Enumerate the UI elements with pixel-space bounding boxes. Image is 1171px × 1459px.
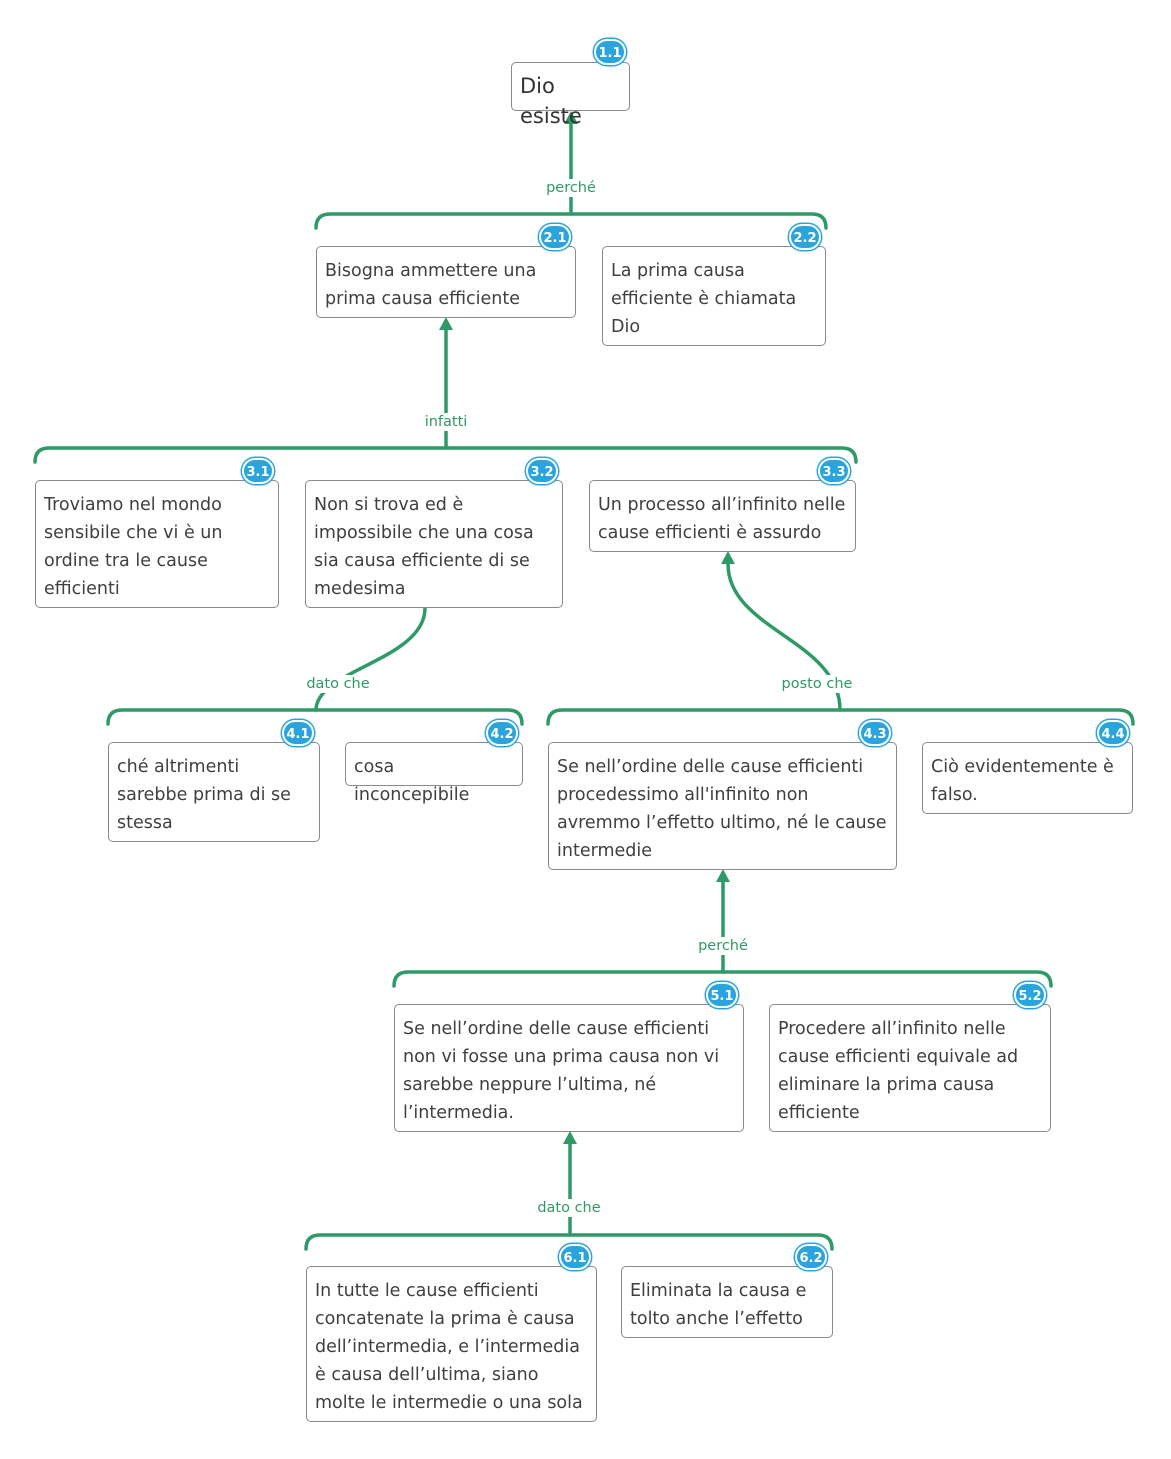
- bracket-group-4: [546, 708, 1135, 726]
- arrowhead: [439, 317, 453, 330]
- bracket-group-3: [106, 708, 524, 726]
- reason-node[interactable]: Un processo all’infinito nelle cause eff…: [589, 480, 856, 552]
- node-number-badge: 4.1: [282, 720, 314, 746]
- reason-node[interactable]: Troviamo nel mondo sensibile che vi è un…: [35, 480, 279, 608]
- reason-node[interactable]: Eliminata la causa e tolto anche l’effet…: [621, 1266, 833, 1338]
- connector-label: posto che: [778, 675, 856, 693]
- reason-text: Bisogna ammettere una prima causa effici…: [325, 261, 537, 309]
- edge-dato-che-to-3-2: [314, 606, 427, 712]
- reason-node[interactable]: Se nell’ordine delle cause efficienti pr…: [548, 742, 897, 870]
- arrowhead: [716, 869, 730, 882]
- reason-text: Se nell’ordine delle cause efficienti no…: [403, 1019, 720, 1123]
- reason-text: Eliminata la causa e tolto anche l’effet…: [630, 1281, 807, 1329]
- reason-node[interactable]: Bisogna ammettere una prima causa effici…: [316, 246, 576, 318]
- reason-node[interactable]: Non si trova ed è impossibile che una co…: [305, 480, 563, 608]
- claim-text: Dio esiste: [520, 74, 582, 128]
- connector-label: perché: [695, 937, 751, 955]
- reason-text: Procedere all’infinito nelle cause effic…: [778, 1019, 1019, 1123]
- reason-node[interactable]: In tutte le cause efficienti concatenate…: [306, 1266, 597, 1422]
- reason-node[interactable]: Ciò evidentemente è falso.: [922, 742, 1133, 814]
- reason-text: cosa inconcepibile: [354, 757, 470, 805]
- node-number-badge: 3.3: [818, 458, 850, 484]
- node-number-badge: 3.2: [526, 458, 558, 484]
- connector-label: dato che: [534, 1199, 604, 1217]
- reason-node[interactable]: ché altrimenti sarebbe prima di se stess…: [108, 742, 320, 842]
- connector-label: dato che: [303, 675, 373, 693]
- arrowhead: [564, 111, 578, 124]
- node-number-badge: 4.4: [1097, 720, 1129, 746]
- bracket-group-2: [33, 446, 858, 464]
- reason-text: ché altrimenti sarebbe prima di se stess…: [117, 757, 291, 833]
- reason-node[interactable]: cosa inconcepibile: [345, 742, 523, 805]
- node-number-badge: 6.1: [559, 1244, 591, 1270]
- reason-text: Troviamo nel mondo sensibile che vi è un…: [44, 495, 223, 599]
- claim-node[interactable]: Dio esiste: [511, 62, 630, 128]
- reason-text: Se nell’ordine delle cause efficienti pr…: [557, 757, 887, 861]
- node-number-badge: 3.1: [242, 458, 274, 484]
- node-number-badge: 4.2: [486, 720, 518, 746]
- connector-label: infatti: [421, 413, 471, 431]
- node-number-badge: 1.1: [594, 39, 626, 65]
- reason-text: In tutte le cause efficienti concatenate…: [315, 1281, 583, 1413]
- node-number-badge: 2.2: [789, 224, 821, 250]
- bracket-group-6: [304, 1233, 834, 1251]
- node-number-badge: 5.2: [1014, 982, 1046, 1008]
- reason-text: Non si trova ed è impossibile che una co…: [314, 495, 534, 599]
- reason-text: Un processo all’infinito nelle cause eff…: [598, 495, 846, 543]
- bracket-group-1: [314, 212, 828, 230]
- reason-node[interactable]: Se nell’ordine delle cause efficienti no…: [394, 1004, 744, 1132]
- reason-node[interactable]: Procedere all’infinito nelle cause effic…: [769, 1004, 1051, 1132]
- bracket-group-5: [392, 970, 1053, 988]
- arrowhead: [721, 551, 735, 564]
- reason-text: Ciò evidentemente è falso.: [931, 757, 1114, 805]
- arrowhead: [563, 1131, 577, 1144]
- node-number-badge: 6.2: [795, 1244, 827, 1270]
- reason-text: La prima causa efficiente è chiamata Dio: [611, 261, 797, 337]
- connector-label: perché: [543, 179, 599, 197]
- node-number-badge: 2.1: [539, 224, 571, 250]
- node-number-badge: 5.1: [706, 982, 738, 1008]
- node-number-badge: 4.3: [859, 720, 891, 746]
- reason-node[interactable]: La prima causa efficiente è chiamata Dio: [602, 246, 826, 346]
